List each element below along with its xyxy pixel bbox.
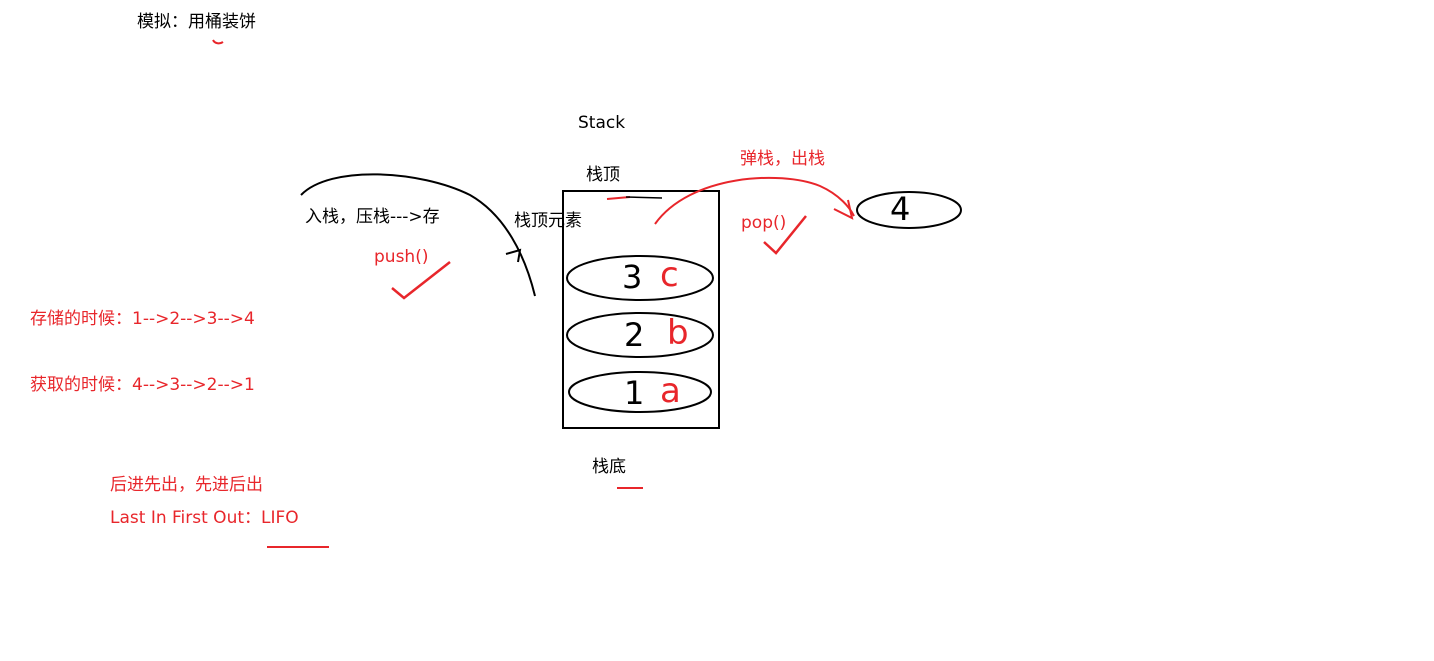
pop-method: pop()	[741, 213, 787, 233]
popped-item-number: 4	[890, 190, 911, 228]
stack-item-1	[568, 371, 712, 413]
stack-item-1-number: 1	[624, 374, 645, 412]
top-marker-black	[625, 196, 663, 199]
stack-item-3	[566, 255, 714, 301]
bottom-label: 栈底	[592, 457, 626, 477]
push-method: push()	[374, 247, 429, 267]
stack-item-2	[566, 312, 714, 358]
stack-label: Stack	[578, 113, 626, 133]
rule-en: Last In First Out：LIFO	[110, 508, 299, 528]
top-element-label: 栈顶元素	[514, 211, 582, 231]
fetch-order: 获取的时候：4-->3-->2-->1	[30, 375, 255, 395]
stack-item-1-letter: a	[660, 371, 681, 411]
title-underline	[212, 39, 224, 45]
rule-cn: 后进先出，先进后出	[110, 475, 263, 495]
stack-container	[562, 190, 720, 429]
push-check	[391, 261, 451, 300]
popped-item	[856, 191, 962, 229]
top-label: 栈顶	[586, 165, 620, 185]
page-title: 模拟：用桶装饼	[137, 12, 256, 32]
stack-item-2-number: 2	[624, 316, 645, 354]
store-order: 存储的时候：1-->2-->3-->4	[30, 309, 255, 329]
pop-arrow-head	[833, 199, 854, 220]
stack-item-2-letter: b	[667, 313, 689, 353]
push-arrow-head	[505, 248, 522, 263]
pop-label: 弹栈，出栈	[740, 149, 825, 169]
pop-check	[763, 215, 807, 255]
stack-item-3-number: 3	[622, 258, 643, 296]
pop-arrow	[654, 176, 855, 225]
push-arrow	[300, 173, 536, 297]
push-label: 入栈，压栈--->存	[305, 207, 440, 227]
stack-item-3-letter: c	[660, 255, 679, 295]
